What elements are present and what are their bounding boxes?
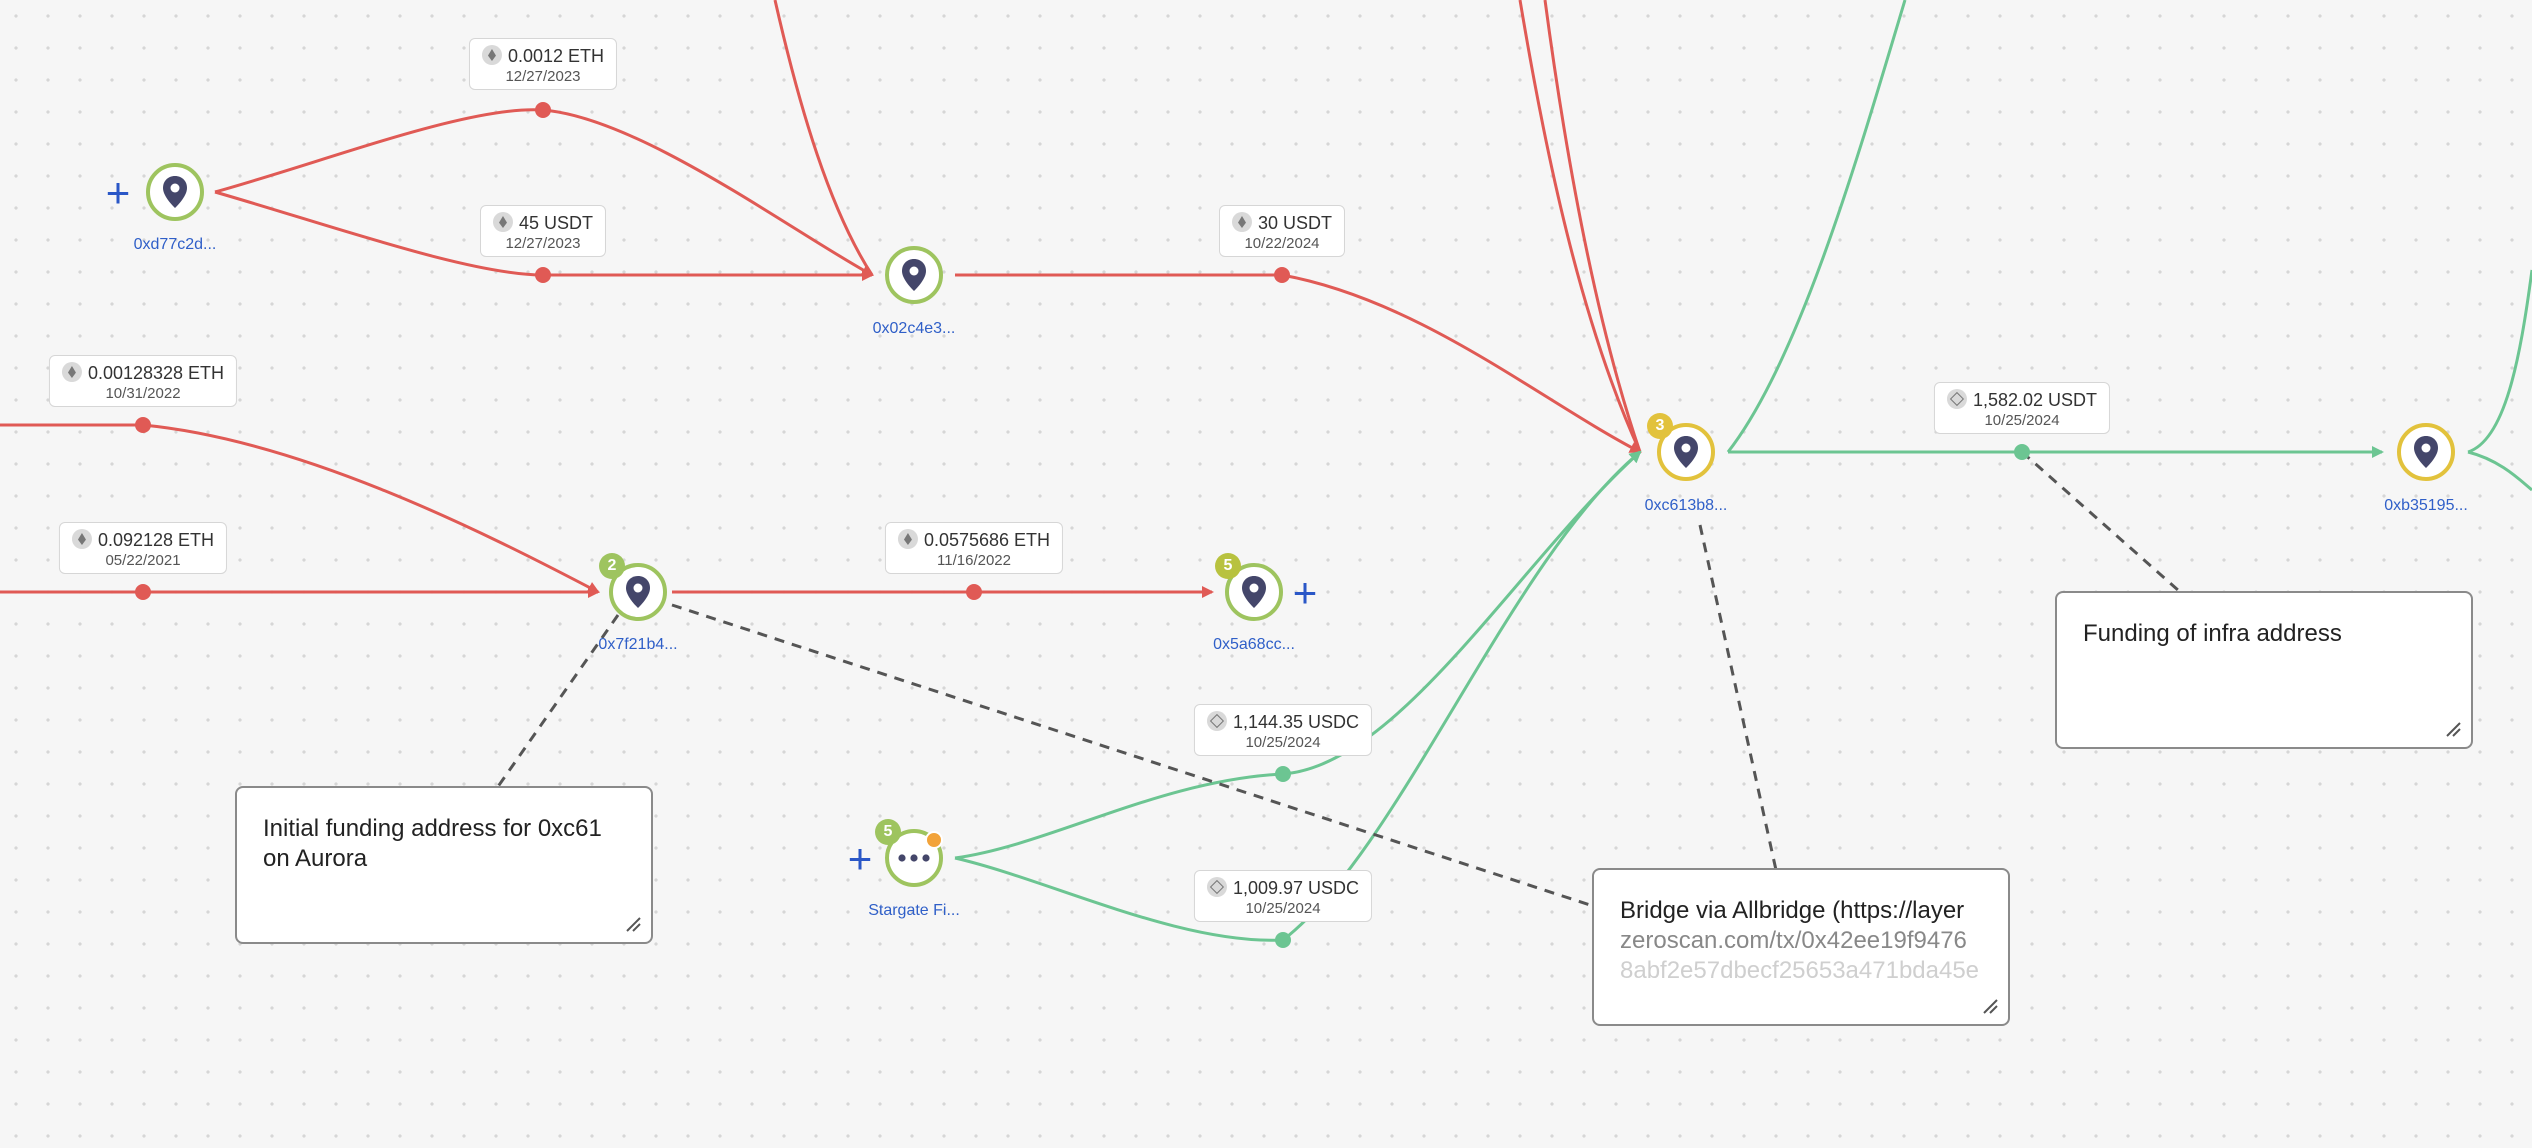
transaction-label[interactable]: 1,009.97 USDC 10/25/2024 [1193,870,1373,922]
resize-handle-icon[interactable] [1980,996,1998,1014]
tx-date: 10/31/2022 [105,385,181,402]
stable-icon [1206,877,1227,897]
eth-icon [1231,212,1252,232]
edge-point[interactable] [135,417,151,433]
note-link [1698,524,1778,871]
address-node[interactable]: 5 [1215,553,1283,621]
address-node[interactable] [885,246,943,304]
more-dots-icon [898,854,930,862]
location-pin-icon [1674,436,1698,468]
transaction-label[interactable]: 30 USDT 10/22/2024 [1218,205,1346,257]
tx-amount: 45 USDT [518,213,594,233]
edge-out[interactable] [1543,0,1642,453]
alert-dot-icon [925,831,943,849]
stable-icon [1206,711,1227,731]
edge-out[interactable] [0,423,600,594]
transaction-label[interactable]: 1,144.35 USDC 10/25/2024 [1193,704,1373,756]
node-address-label[interactable]: 0xc613b8... [1644,497,1728,514]
eth-icon [492,212,513,232]
note-link [671,603,1591,907]
node-address-label[interactable]: 0x02c4e3... [872,320,956,337]
address-node[interactable]: 2 [599,553,667,621]
edge-out[interactable] [214,190,874,281]
eth-icon [61,362,82,382]
transaction-label[interactable]: 0.0575686 ETH 11/16/2022 [884,522,1064,574]
note-initial-funding[interactable]: Initial funding address for 0xc61 on Aur… [235,786,653,944]
eth-icon [481,45,502,65]
location-pin-icon [902,259,926,291]
transaction-label[interactable]: 45 USDT 12/27/2023 [479,205,607,257]
tx-date: 10/25/2024 [1984,412,2060,429]
note-text[interactable]: 8abf2e57dbecf25653a471bda45e [1620,957,1980,984]
resize-handle-icon[interactable] [623,914,641,932]
tx-amount: 0.0575686 ETH [923,530,1051,550]
plus-icon[interactable]: + [847,835,873,882]
node-address-label[interactable]: 0xb35195... [2384,497,2468,514]
note-text[interactable]: Initial funding address for 0xc61 on Aur… [263,815,602,872]
edge-point[interactable] [1275,932,1291,948]
tx-amount: 30 USDT [1257,213,1333,233]
plus-icon[interactable]: + [105,169,131,216]
tx-amount: 0.00128328 ETH [87,363,225,383]
tx-date: 12/27/2023 [505,235,581,252]
transaction-label[interactable]: 1,582.02 USDT 10/25/2024 [1933,382,2111,434]
edge-point[interactable] [966,584,982,600]
count-badge: 5 [1215,553,1241,579]
edge-point[interactable] [1274,267,1290,283]
tx-date: 10/25/2024 [1245,900,1321,917]
location-pin-icon [2414,436,2438,468]
resize-handle-icon[interactable] [2443,719,2461,737]
count-badge: 3 [1647,413,1673,439]
note-text[interactable]: zeroscan.com/tx/0x42ee19f9476 [1620,927,1967,954]
edge-out[interactable] [1518,0,1642,453]
cluster-node[interactable]: 5 [875,819,943,887]
edge-in[interactable] [2467,450,2532,492]
node-address-label[interactable]: 0x5a68cc... [1213,636,1295,653]
transaction-label[interactable]: 0.092128 ETH 05/22/2021 [58,522,228,574]
location-pin-icon [163,176,187,208]
edge-point[interactable] [135,584,151,600]
edge-point[interactable] [1275,766,1291,782]
node-address-label[interactable]: 0xd77c2d... [133,236,217,253]
stable-icon [1946,389,1967,409]
tx-date: 10/22/2024 [1244,235,1320,252]
edge-in[interactable] [1726,0,1907,453]
edge-point[interactable] [535,102,551,118]
transaction-label[interactable]: 0.00128328 ETH 10/31/2022 [48,355,238,407]
tx-date: 11/16/2022 [937,552,1011,569]
note-text[interactable]: Bridge via Allbridge (https://layer [1620,897,1965,924]
edge-in[interactable] [954,450,1642,860]
tx-amount: 0.092128 ETH [97,530,215,550]
node-address-label[interactable]: 0x7f21b4... [598,636,678,653]
tx-amount: 1,144.35 USDC [1232,712,1360,732]
note-text[interactable]: Funding of infra address [2083,620,2342,647]
edge-out[interactable] [773,0,874,276]
edge-out[interactable] [955,273,1642,454]
tx-date: 05/22/2021 [105,552,181,569]
transaction-label[interactable]: 0.0012 ETH 12/27/2023 [468,38,618,90]
eth-icon [897,529,918,549]
tx-amount: 0.0012 ETH [507,46,605,66]
note-infra-funding[interactable]: Funding of infra address [2055,591,2473,749]
eth-icon [71,529,92,549]
plus-icon[interactable]: + [1292,569,1318,616]
address-node[interactable] [146,163,204,221]
count-badge: 5 [875,819,901,845]
tx-date: 10/25/2024 [1245,734,1321,751]
address-node[interactable]: 3 [1647,413,1715,481]
location-pin-icon [626,576,650,608]
tx-date: 12/27/2023 [505,68,581,85]
edge-in[interactable] [2467,269,2532,454]
count-badge: 2 [599,553,625,579]
edge-point[interactable] [2014,444,2030,460]
note-bridge[interactable]: Bridge via Allbridge (https://layer zero… [1592,868,2010,1026]
note-link [2021,450,2179,592]
node-address-label[interactable]: Stargate Fi... [868,902,960,919]
tx-amount: 1,009.97 USDC [1232,878,1360,898]
tx-amount: 1,582.02 USDT [1972,390,2098,410]
location-pin-icon [1242,576,1266,608]
edge-point[interactable] [535,267,551,283]
address-node[interactable] [2397,423,2455,481]
